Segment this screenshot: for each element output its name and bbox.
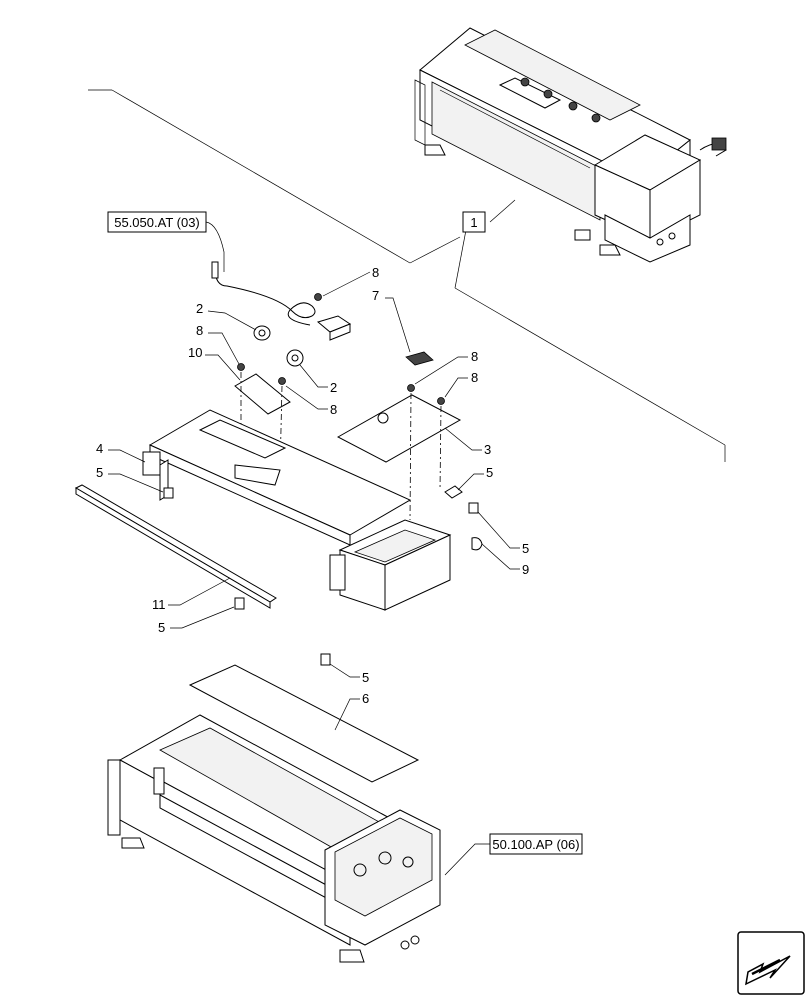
next-page-arrow-icon[interactable] <box>737 931 805 995</box>
callout-2-a: 2 <box>196 301 203 316</box>
wiring-reference-label: 55.050.AT (03) <box>114 215 200 230</box>
callout-9: 9 <box>522 562 529 577</box>
callout-10: 10 <box>188 345 202 360</box>
callout-5-c: 5 <box>522 541 529 556</box>
callout-1-label: 1 <box>470 215 477 230</box>
callout-8-e: 8 <box>471 370 478 385</box>
callout-6: 6 <box>362 691 369 706</box>
callout-11: 11 <box>152 597 166 612</box>
strip-part <box>74 484 277 609</box>
assembly-reference-label: 50.100.AP (06) <box>492 837 579 852</box>
complete-unit-drawing <box>414 27 727 263</box>
bottom-unit-drawing <box>107 714 441 963</box>
main-leader-lines <box>88 89 726 462</box>
callouts: 8 7 2 8 10 2 8 8 8 3 4 5 5 5 9 11 5 <box>96 265 529 731</box>
callout-8-b: 8 <box>196 323 203 338</box>
callout-7: 7 <box>372 288 379 303</box>
callout-8-c: 8 <box>330 402 337 417</box>
filter-mat <box>188 664 420 783</box>
callout-3: 3 <box>484 442 491 457</box>
housing-drawing <box>142 409 452 611</box>
wiring-reference: 55.050.AT (03) <box>107 211 352 341</box>
callout-5-b: 5 <box>486 465 493 480</box>
callout-1: 1 <box>462 211 486 233</box>
callout-8-d: 8 <box>471 349 478 364</box>
callout-5-d: 5 <box>158 620 165 635</box>
small-parts <box>234 271 462 521</box>
callout-2-b: 2 <box>330 380 337 395</box>
assembly-reference: 50.100.AP (06) <box>444 833 583 876</box>
clip-parts <box>163 485 483 666</box>
callout-5-e: 5 <box>362 670 369 685</box>
callout-5-a: 5 <box>96 465 103 480</box>
callout-4: 4 <box>96 441 103 456</box>
callout-8-a: 8 <box>372 265 379 280</box>
